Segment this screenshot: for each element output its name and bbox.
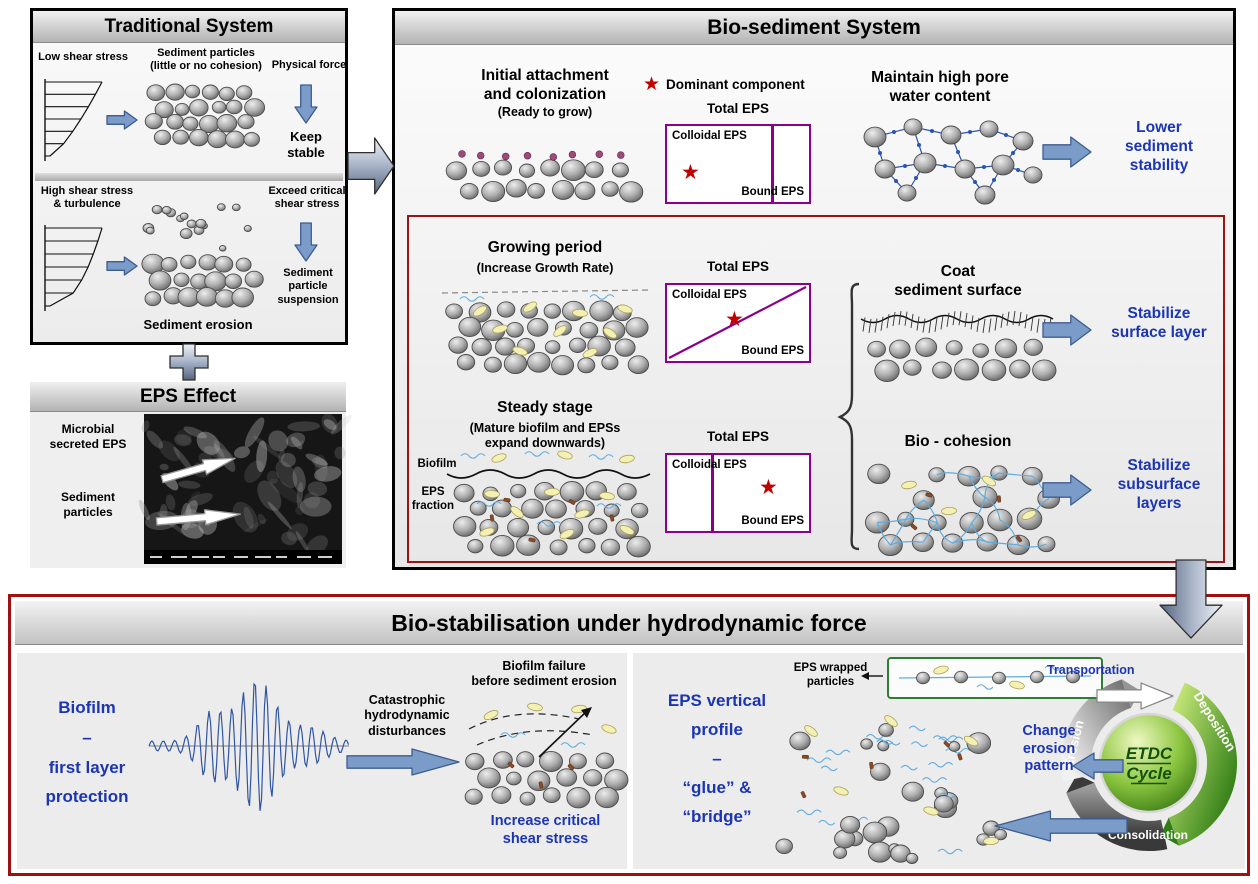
colloidal-eps-label: Colloidal EPS <box>672 459 747 471</box>
star-icon: ★ <box>725 308 744 331</box>
velocity-profile-high <box>44 225 103 311</box>
star-icon: ★ <box>643 74 661 95</box>
sediment-erosion-graphic <box>141 203 264 308</box>
etdc-cycle-label: ETDC <box>1126 744 1173 763</box>
legend-dominant-component: ★ Dominant component <box>643 75 805 94</box>
result-arrow-icon <box>1042 136 1092 168</box>
eps-diagonal-divider <box>668 286 807 359</box>
down-arrow-icon <box>294 84 318 124</box>
bio-stabilisation-title: Bio-stabilisation under hydrodynamic for… <box>15 601 1243 645</box>
heading-growing-period: Growing period <box>487 239 603 256</box>
sem-micrograph-image <box>138 413 352 564</box>
plus-icon <box>169 343 209 381</box>
cycle-consolidation-label: Consolidation <box>1108 828 1188 842</box>
transportation-arrow-icon <box>1096 682 1174 710</box>
eps-divider <box>771 126 774 202</box>
result-arrow-icon <box>1042 314 1092 346</box>
heading-steady-stage: Steady stage <box>497 399 593 416</box>
down-arrow-icon <box>294 222 318 262</box>
biofilm-failure-graphic <box>464 702 629 809</box>
legend-label: Dominant component <box>666 77 805 92</box>
bio-cohesion-graphic <box>864 463 1061 557</box>
bio-sediment-title: Bio-sediment System <box>395 11 1233 45</box>
velocity-profile-low <box>44 79 103 161</box>
label-physical-force: Physical force <box>271 59 347 71</box>
result-arrow-icon <box>1042 474 1092 506</box>
label-total-eps-3: Total EPS <box>706 429 769 444</box>
heading-eps-vertical-profile: EPS vertical profile– “glue” &“bridge” <box>667 691 767 826</box>
cycle-feedback-arrow-icon <box>994 810 1128 842</box>
pore-water-graphic <box>863 118 1043 205</box>
coat-surface-graphic <box>860 310 1057 382</box>
star-icon: ★ <box>681 161 700 184</box>
disturbance-arrow-icon <box>346 748 460 776</box>
label-biofilm: Biofilm <box>417 458 457 470</box>
eps-divider <box>711 455 714 531</box>
traditional-system-panel: Traditional System Low shear stress Sedi… <box>30 8 348 345</box>
sub-ready-to-grow: (Ready to grow) <box>497 105 593 119</box>
steady-stage-graphic <box>446 450 651 558</box>
label-low-shear-stress: Low shear stress <box>38 51 128 63</box>
panel-link-arrow-down <box>1159 559 1223 639</box>
bound-eps-label: Bound EPS <box>741 186 804 198</box>
flow-arrow-icon <box>106 110 138 130</box>
eps-effect-title: EPS Effect <box>30 382 346 412</box>
section-divider <box>35 173 343 181</box>
etdc-cycle-label: Cycle <box>1126 764 1171 783</box>
eps-sediment-scatter-graphic <box>775 715 1008 864</box>
flow-arrow-icon <box>106 256 138 276</box>
bio-stabilisation-panel: Bio-stabilisation under hydrodynamic for… <box>8 594 1250 876</box>
eps-wrapped-particles-box <box>887 657 1103 699</box>
colloidal-eps-label: Colloidal EPS <box>672 289 747 301</box>
traditional-system-title: Traditional System <box>33 11 345 43</box>
sub-growth-rate: (Increase Growth Rate) <box>476 261 614 275</box>
attachment-colonization-graphic <box>445 150 644 203</box>
cycle-feedback-arrow-icon <box>1072 752 1124 780</box>
growth-stages-box <box>407 215 1225 563</box>
wrapped-particles-graphic <box>898 665 1092 690</box>
label-total-eps-2: Total EPS <box>706 259 769 274</box>
eps-composition-box-initial: Colloidal EPS Bound EPS ★ <box>665 124 811 204</box>
bound-eps-label: Bound EPS <box>741 345 804 357</box>
label-total-eps-1: Total EPS <box>706 101 769 116</box>
wrapped-particles-arrow-icon <box>861 672 883 680</box>
star-icon: ★ <box>759 476 778 499</box>
label-high-shear-stress: High shear stress& turbulence <box>40 185 134 211</box>
eps-composition-box-growing: Colloidal EPS Bound EPS ★ <box>665 283 811 363</box>
label-sediment-erosion: Sediment erosion <box>143 317 253 332</box>
heading-bio-cohesion: Bio - cohesion <box>904 433 1012 450</box>
growing-period-graphic <box>441 289 650 376</box>
colloidal-eps-label: Colloidal EPS <box>672 130 747 142</box>
panel-link-arrow-right <box>347 137 395 195</box>
bound-eps-label: Bound EPS <box>741 515 804 527</box>
hydrodynamic-waveform <box>148 682 350 811</box>
eps-composition-box-steady: Colloidal EPS Bound EPS ★ <box>665 453 811 533</box>
grouping-brace <box>837 282 860 551</box>
label-sediment-particles: Sediment particles(little or no cohesion… <box>150 47 262 73</box>
label-transportation: Transportation <box>1047 663 1135 677</box>
sediment-particle-cluster <box>144 83 266 149</box>
